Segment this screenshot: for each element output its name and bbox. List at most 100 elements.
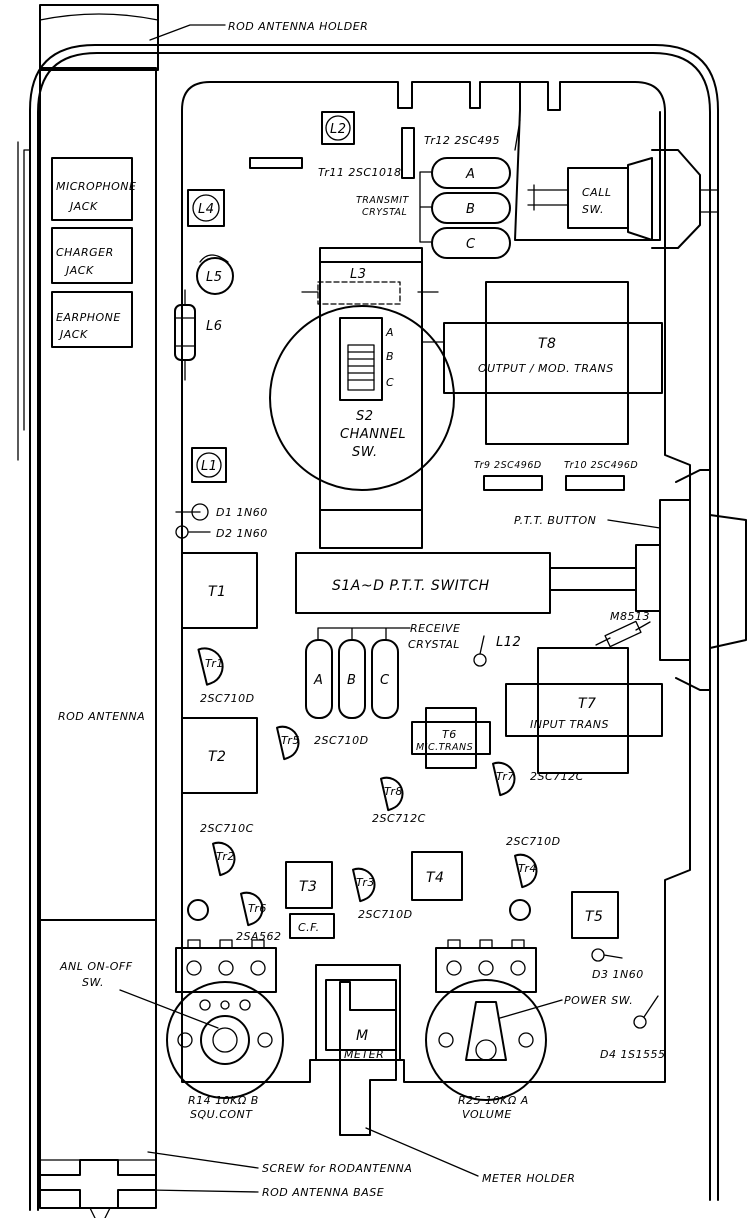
svg-text:POWER SW.: POWER SW. xyxy=(564,994,633,1007)
transformer-t5: T5 xyxy=(571,891,619,939)
case-outline xyxy=(17,44,719,1211)
svg-text:2SC712C: 2SC712C xyxy=(530,770,584,783)
svg-text:CHARGER: CHARGER xyxy=(56,246,114,259)
coil-l5: L5 xyxy=(196,254,234,295)
svg-text:D3 1N60: D3 1N60 xyxy=(592,968,644,981)
potentiometer-r25: R25 10KΩ A VOLUME xyxy=(425,939,547,1121)
svg-text:CALL: CALL xyxy=(582,186,611,199)
meter-holder-callout: METER HOLDER xyxy=(365,1127,575,1185)
mounting-hole-left xyxy=(187,899,209,921)
tr1: Tr1 2SC710D xyxy=(197,647,254,705)
tr3: Tr3 2SC710D xyxy=(352,867,413,921)
svg-text:D1 1N60: D1 1N60 xyxy=(216,506,268,519)
svg-text:Tr6: Tr6 xyxy=(248,902,267,915)
svg-text:T7: T7 xyxy=(578,696,596,712)
svg-text:S2: S2 xyxy=(356,409,374,424)
tr5: Tr5 2SC710D xyxy=(276,725,368,761)
svg-text:A: A xyxy=(385,326,394,339)
svg-text:CHANNEL: CHANNEL xyxy=(340,427,406,442)
transformer-t3: T3 xyxy=(285,861,333,909)
svg-text:S1A~D P.T.T. SWITCH: S1A~D P.T.T. SWITCH xyxy=(332,578,490,594)
svg-text:METER HOLDER: METER HOLDER xyxy=(482,1172,575,1185)
transformer-t2: T2 xyxy=(181,717,258,794)
screw-for-rod-antenna-callout: SCREW for RODANTENNA xyxy=(147,1151,412,1175)
coil-l4: L4 xyxy=(187,189,225,227)
call-switch: CALL SW. xyxy=(527,149,719,249)
svg-text:2SA562: 2SA562 xyxy=(236,930,282,943)
svg-text:CRYSTAL: CRYSTAL xyxy=(408,638,460,651)
svg-text:Tr12 2SC495: Tr12 2SC495 xyxy=(424,134,500,147)
svg-text:Tr11 2SC1018: Tr11 2SC1018 xyxy=(318,166,402,179)
tr7: Tr7 2SC712C xyxy=(492,761,584,797)
svg-text:2SC712C: 2SC712C xyxy=(372,812,426,825)
transformer-t8: T8 OUTPUT / MOD. TRANS xyxy=(421,281,663,445)
svg-text:Tr5: Tr5 xyxy=(281,734,300,747)
svg-text:M: M xyxy=(356,1028,369,1044)
svg-text:T4: T4 xyxy=(426,870,444,886)
charger-jack: CHARGER JACK xyxy=(51,227,133,284)
ptt-button: P.T.T. BUTTON xyxy=(514,469,747,691)
channel-switch-s2: L3 A B C S2 CHANNEL SW. xyxy=(301,247,439,549)
svg-text:JACK: JACK xyxy=(68,200,98,213)
diode-d4: D4 1S1555 xyxy=(600,995,665,1061)
svg-text:MIC.TRANS: MIC.TRANS xyxy=(416,742,473,753)
tr8: Tr8 2SC712C xyxy=(372,776,426,825)
pcb-outline xyxy=(181,81,691,1083)
microphone-jack: MICROPHONE JACK xyxy=(51,157,136,221)
svg-text:T1: T1 xyxy=(208,584,226,600)
svg-text:EARPHONE: EARPHONE xyxy=(56,311,121,324)
mounting-hole-right xyxy=(509,899,531,921)
transformer-t1: T1 xyxy=(181,552,258,629)
svg-text:P.T.T. BUTTON: P.T.T. BUTTON xyxy=(514,514,596,527)
svg-text:SQU.CONT: SQU.CONT xyxy=(190,1108,253,1121)
ptt-switch: S1A~D P.T.T. SWITCH xyxy=(295,544,661,614)
anl-switch-callout: ANL ON-OFF SW. xyxy=(59,960,219,1029)
m8513: M8513 xyxy=(595,610,651,648)
svg-text:B: B xyxy=(466,202,475,217)
svg-text:L4: L4 xyxy=(198,202,215,217)
svg-text:ROD ANTENNA HOLDER: ROD ANTENNA HOLDER xyxy=(228,20,368,33)
svg-text:SW.: SW. xyxy=(82,976,104,989)
tr9: Tr9 2SC496D xyxy=(474,460,543,491)
tr4: 2SC710D Tr4 xyxy=(506,835,560,889)
svg-text:ROD ANTENNA BASE: ROD ANTENNA BASE xyxy=(262,1186,384,1199)
speaker-outline xyxy=(269,305,455,491)
svg-text:C: C xyxy=(466,237,476,252)
svg-text:ANL ON-OFF: ANL ON-OFF xyxy=(59,960,133,973)
tr6: Tr6 2SA562 xyxy=(236,891,282,943)
svg-text:Tr1: Tr1 xyxy=(205,657,224,670)
svg-text:C: C xyxy=(386,376,394,389)
svg-text:2SC710D: 2SC710D xyxy=(358,908,413,921)
diode-d2: D2 1N60 xyxy=(175,525,267,540)
svg-text:TRANSMIT: TRANSMIT xyxy=(356,195,410,206)
rod-antenna-holder-callout: ROD ANTENNA HOLDER xyxy=(149,20,368,41)
coil-l6: L6 xyxy=(174,289,222,381)
svg-text:Tr2: Tr2 xyxy=(216,850,235,863)
receive-crystals: A B C RECEIVE CRYSTAL xyxy=(305,622,460,719)
svg-text:T3: T3 xyxy=(299,879,317,895)
svg-text:CRYSTAL: CRYSTAL xyxy=(362,207,407,218)
potentiometer-r14: R14 10KΩ B SQU.CONT xyxy=(166,939,284,1121)
svg-text:Tr4: Tr4 xyxy=(518,862,537,875)
svg-text:JACK: JACK xyxy=(64,264,94,277)
svg-text:A: A xyxy=(313,673,323,688)
svg-text:D4 1S1555: D4 1S1555 xyxy=(600,1048,665,1061)
svg-text:R25 10KΩ A: R25 10KΩ A xyxy=(458,1094,529,1107)
svg-text:L5: L5 xyxy=(206,270,223,285)
rod-antenna-label: ROD ANTENNA xyxy=(58,710,145,723)
svg-text:Tr10 2SC496D: Tr10 2SC496D xyxy=(564,460,638,471)
svg-text:C: C xyxy=(380,673,390,688)
transformer-t7: T7 INPUT TRANS xyxy=(505,647,663,774)
svg-text:L12: L12 xyxy=(496,635,521,650)
power-switch-callout: POWER SW. xyxy=(499,994,633,1019)
svg-text:L2: L2 xyxy=(330,122,347,137)
diode-d3: D3 1N60 xyxy=(591,948,644,981)
earphone-jack: EARPHONE JACK xyxy=(51,291,133,348)
svg-text:SCREW for RODANTENNA: SCREW for RODANTENNA xyxy=(262,1162,412,1175)
svg-text:T8: T8 xyxy=(538,336,556,352)
coil-l1: L1 xyxy=(191,447,227,483)
svg-text:A: A xyxy=(465,167,475,182)
svg-text:L3: L3 xyxy=(350,267,367,282)
svg-text:RECEIVE: RECEIVE xyxy=(410,622,460,635)
